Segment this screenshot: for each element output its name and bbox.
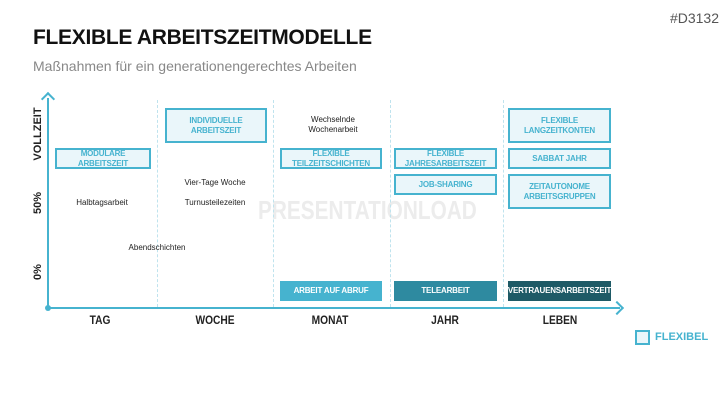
column-monat: MONAT — [311, 313, 349, 327]
text-vier-tage-woche: Vier-Tage Woche — [184, 178, 246, 187]
text-wochenarbeit: Wochenarbeit — [308, 125, 358, 134]
y-label-50: 50% — [32, 191, 44, 215]
box-flexible-teilzeitschichten: FLEXIBLE TEILZEITSCHICHTEN — [280, 148, 382, 169]
y-label-vollzeit: VOLLZEIT — [32, 107, 44, 161]
y-axis — [47, 98, 49, 309]
text-halbtagsarbeit: Halbtagsarbeit — [76, 198, 128, 207]
axis-origin — [45, 305, 51, 311]
column-woche: WOCHE — [195, 313, 235, 327]
text-abendschichten: Abendschichten — [128, 243, 186, 252]
box-arbeit-auf-abruf: ARBEIT AUF ABRUF — [280, 281, 382, 301]
column-leben: LEBEN — [542, 313, 578, 327]
box-flexible-jahresarbeitszeit: FLEXIBLE JAHRESARBEITSZEIT — [394, 148, 497, 169]
text-wechselnde: Wechselnde — [311, 115, 355, 124]
box-individuelle-arbeitszeit: INDIVIDUELLE ARBEITSZEIT — [165, 108, 267, 143]
column-jahr: JAHR — [431, 313, 459, 327]
box-vertrauensarbeitszeit: VERTRAUENSARBEITSZEIT — [508, 281, 611, 301]
text-turnusteilezeiten: Turnusteilezeiten — [184, 198, 246, 207]
x-axis — [48, 307, 620, 309]
column-divider — [390, 100, 391, 307]
watermark-logo: PRESENTATIONLOAD — [258, 195, 477, 225]
y-label-0: 0% — [32, 264, 44, 280]
column-divider — [157, 100, 158, 307]
column-divider — [273, 100, 274, 307]
column-tag: TAG — [89, 313, 111, 327]
slide-subtitle: Maßnahmen für ein generationengerechtes … — [33, 58, 357, 74]
legend-label: FLEXIBEL — [655, 331, 709, 343]
box-job-sharing: JOB-SHARING — [394, 174, 497, 195]
slide-title: FLEXIBLE ARBEITSZEITMODELLE — [33, 26, 372, 49]
legend-swatch — [635, 330, 650, 345]
box-telearbeit: TELEARBEIT — [394, 281, 497, 301]
x-axis-arrow-icon — [609, 300, 625, 316]
box-modulare-arbeitszeit: MODULARE ARBEITSZEIT — [55, 148, 151, 169]
box-flexible-langzeitkonten: FLEXIBLE LANGZEITKONTEN — [508, 108, 611, 143]
box-sabbat-jahr: SABBAT JAHR — [508, 148, 611, 169]
column-divider — [503, 100, 504, 307]
box-zeitautonome-arbeitsgruppen: ZEITAUTONOME ARBEITSGRUPPEN — [508, 174, 611, 209]
slide-id: #D3132 — [669, 10, 719, 26]
